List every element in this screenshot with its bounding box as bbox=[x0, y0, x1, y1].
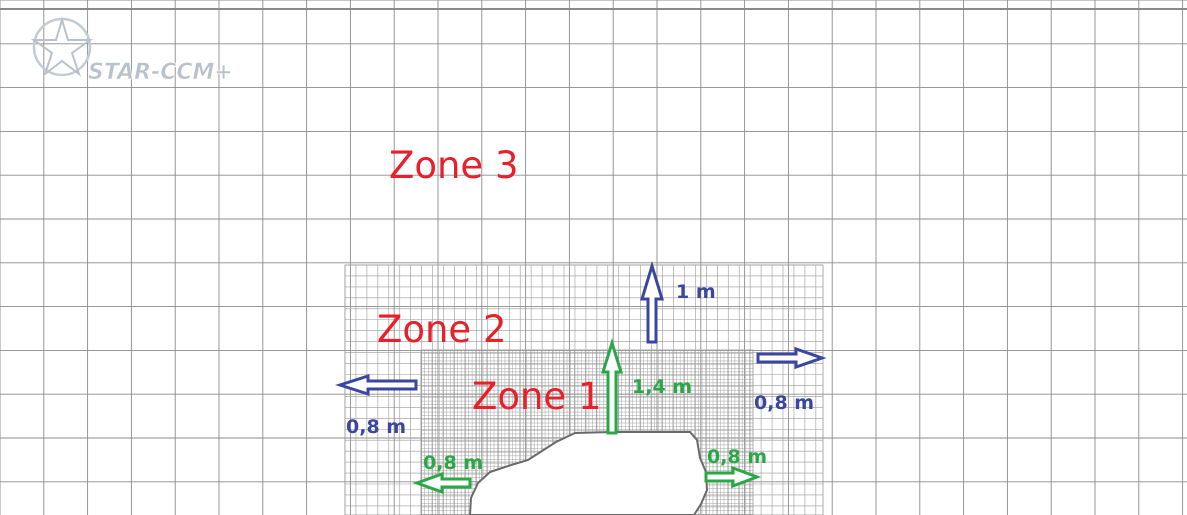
zone1-right-dimension: 0,8 m bbox=[707, 446, 767, 468]
zone1-label: Zone 1 bbox=[472, 375, 602, 418]
zone2-right-arrow bbox=[756, 346, 827, 370]
zone2-top-arrow bbox=[639, 260, 665, 344]
logo-text: STAR-CCM+ bbox=[88, 60, 233, 85]
zone2-top-dimension: 1 m bbox=[676, 281, 716, 303]
zone1-top-arrow bbox=[600, 337, 624, 435]
zone2-right-dimension: 0,8 m bbox=[754, 392, 814, 414]
zone1-left-dimension: 0,8 m bbox=[423, 452, 483, 474]
zone3-label: Zone 3 bbox=[389, 144, 519, 187]
star-ccm-logo: STAR-CCM+ bbox=[30, 16, 233, 85]
zone2-left-dimension: 0,8 m bbox=[346, 416, 406, 438]
zone1-left-arrow bbox=[412, 471, 472, 495]
zone1-right-arrow bbox=[704, 465, 762, 489]
zone1-top-dimension: 1,4 m bbox=[632, 376, 692, 398]
zone2-left-arrow bbox=[335, 373, 418, 397]
zone2-label: Zone 2 bbox=[377, 308, 507, 351]
